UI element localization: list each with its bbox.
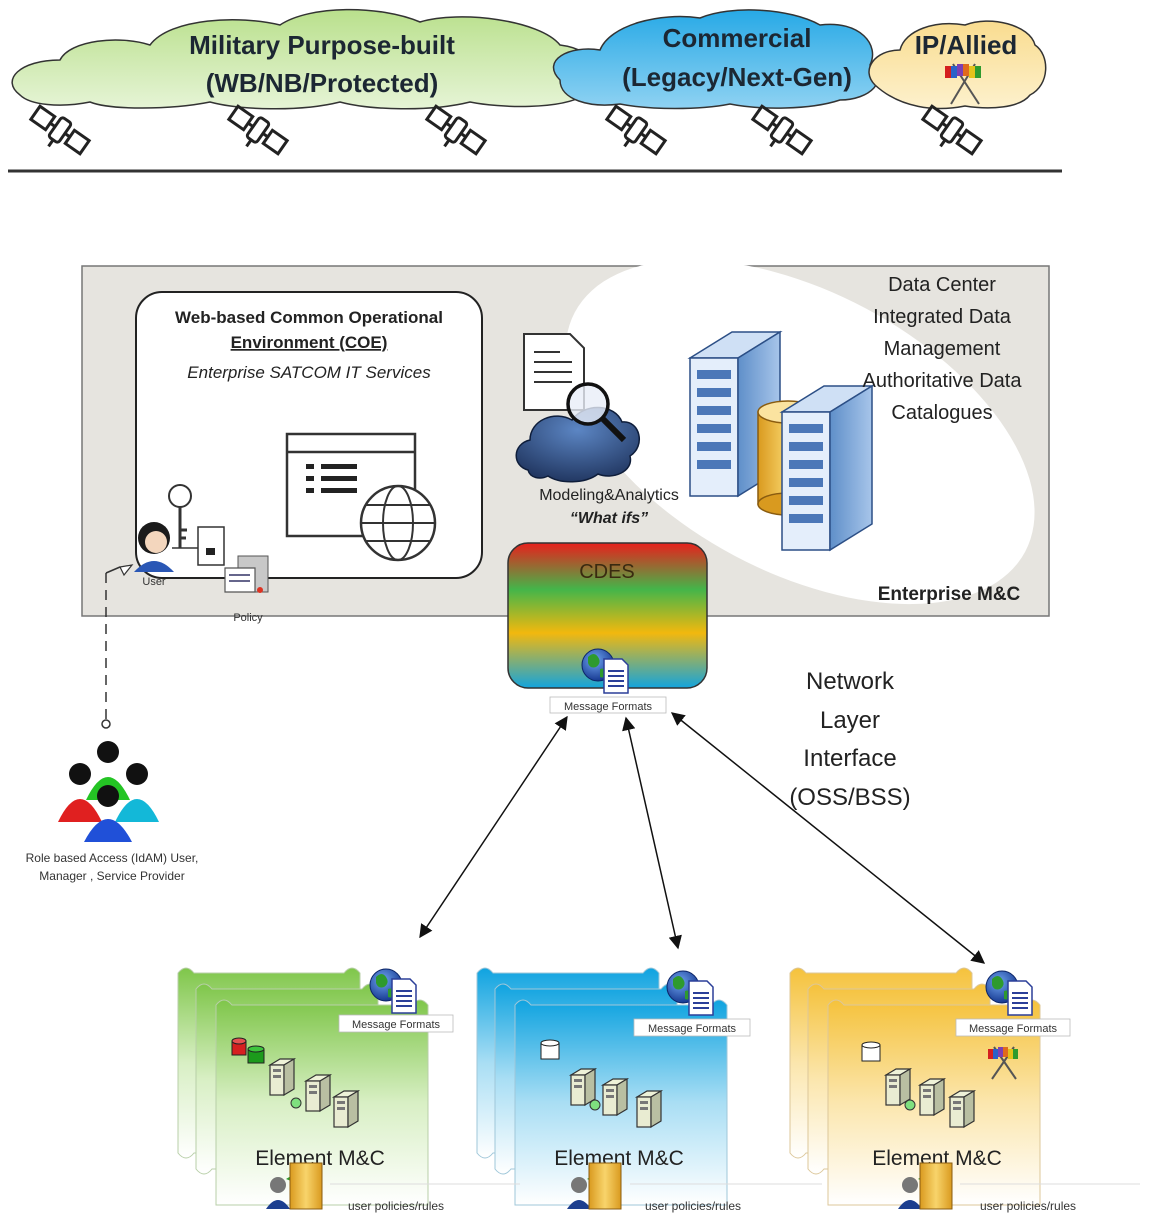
coe-title-2: Environment (COE) — [231, 333, 388, 352]
satellite-icon — [22, 101, 93, 166]
satellite-constellation: Military Purpose-built (WB/NB/Protected)… — [8, 8, 1062, 173]
server-icon — [602, 1078, 628, 1116]
element-mc-green: Message Formats Element M&C user policie… — [177, 967, 454, 1213]
network-layer-line-3: Interface — [803, 745, 896, 772]
policy-scroll-icon — [224, 555, 269, 593]
datacenter-line-1: Data Center — [888, 274, 996, 296]
group-users-icon — [58, 741, 159, 842]
user-icon — [134, 522, 174, 572]
server-tower-icon — [779, 384, 875, 552]
element-policies: user policies/rules — [348, 1199, 444, 1213]
element-message-formats: Message Formats — [352, 1019, 441, 1031]
allied-cloud-title: IP/Allied — [915, 30, 1018, 60]
network-layer-line-1: Network — [806, 668, 895, 695]
satellite-icon — [418, 101, 489, 166]
network-layer-line-4: (OSS/BSS) — [789, 784, 910, 811]
element-mc-blue: Message Formats Element M&C user policie… — [476, 967, 751, 1213]
datacenter-line-3: Management — [884, 338, 1001, 360]
server-icon — [305, 1074, 331, 1112]
satellite-icon — [598, 101, 669, 166]
globe-icon — [359, 484, 437, 562]
document-icon — [523, 333, 585, 411]
datacenter-line-2: Integrated Data — [873, 306, 1012, 328]
network-layer-interface: Network Layer Interface (OSS/BSS) — [789, 668, 910, 811]
flags-icon — [988, 1046, 1018, 1080]
server-icon — [636, 1090, 662, 1128]
enterprise-mc-panel: Web-based Common Operational Environment… — [81, 259, 1050, 624]
enterprise-mc-label: Enterprise M&C — [878, 584, 1021, 605]
datacenter-line-4: Authoritative Data — [863, 370, 1023, 392]
commercial-cloud-title-2: (Legacy/Next-Gen) — [622, 62, 852, 92]
satellite-icon — [744, 101, 815, 166]
server-icon — [269, 1058, 295, 1096]
server-icon — [570, 1068, 596, 1106]
datacenter-line-5: Catalogues — [891, 402, 992, 424]
element-policies: user policies/rules — [980, 1199, 1076, 1213]
database-icon — [540, 1039, 560, 1060]
interface-arrow-right — [670, 712, 986, 964]
database-icon — [861, 1041, 881, 1062]
role-access-link — [101, 564, 134, 729]
commercial-cloud-title-1: Commercial — [663, 23, 812, 53]
element-mc-label: Element M&C — [255, 1147, 385, 1170]
database-icon — [231, 1037, 265, 1064]
element-policies: user policies/rules — [645, 1199, 741, 1213]
satellite-icon — [914, 101, 985, 166]
role-access-label-1: Role based Access (IdAM) User, — [26, 851, 199, 865]
military-cloud-title-1: Military Purpose-built — [189, 30, 455, 60]
key-icon — [168, 484, 192, 548]
element-mc-label: Element M&C — [554, 1147, 684, 1170]
user-label: User — [142, 576, 166, 588]
server-icon — [949, 1090, 975, 1128]
satellite-icon — [220, 101, 291, 166]
cdes-label: CDES — [579, 561, 635, 583]
coe-title-1: Web-based Common Operational — [175, 308, 443, 327]
role-access-label-2: Manager , Service Provider — [39, 869, 184, 883]
analytics-label-2: “What ifs” — [570, 510, 648, 527]
cdes-node: CDES Message Formats — [507, 542, 708, 714]
interface-arrow-middle — [622, 716, 682, 950]
element-mc-label: Element M&C — [872, 1147, 1002, 1170]
flags-icon — [945, 63, 981, 105]
policy-label: Policy — [233, 612, 263, 624]
analytics-label-1: Modeling&Analytics — [539, 487, 679, 504]
server-icon — [885, 1068, 911, 1106]
server-icon — [333, 1090, 359, 1128]
military-cloud-title-2: (WB/NB/Protected) — [206, 68, 439, 98]
access-token-icon — [197, 526, 225, 566]
element-mc-yellow: Message Formats Element M&C user policie… — [789, 967, 1076, 1213]
element-message-formats: Message Formats — [648, 1023, 737, 1035]
interface-arrow-left — [419, 715, 568, 939]
network-layer-line-2: Layer — [820, 707, 880, 734]
cdes-message-formats: Message Formats — [564, 701, 653, 713]
server-icon — [919, 1078, 945, 1116]
element-message-formats: Message Formats — [969, 1023, 1058, 1035]
magnifier-icon — [566, 382, 627, 443]
coe-subtitle: Enterprise SATCOM IT Services — [187, 363, 431, 382]
